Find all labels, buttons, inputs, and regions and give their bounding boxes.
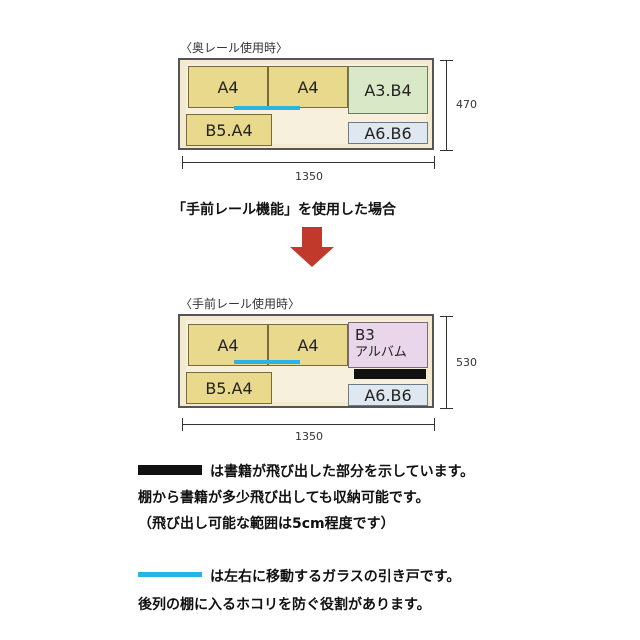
top-height-dimension-line: [446, 60, 447, 150]
bottom-height-label: 530: [456, 356, 477, 369]
top-box-a3b4: A3.B4: [348, 66, 428, 114]
top-caption: 〈奥レール使用時〉: [180, 41, 289, 55]
bottom-height-tick-top: [440, 316, 453, 317]
top-width-tick-right: [434, 156, 435, 169]
bottom-box-album-label: アルバム: [355, 345, 407, 360]
bottom-box-b3-label: B3: [355, 326, 375, 344]
bottom-width-dimension-line: [182, 424, 434, 425]
bottom-box-a6b6: A6.B6: [348, 384, 428, 406]
top-width-dimension-line: [182, 162, 434, 163]
legend-protrusion-text-2: 棚から書籍が多少飛び出しても収納可能です。: [138, 490, 430, 506]
bottom-width-tick-right: [434, 418, 435, 431]
rail-function-heading: 「手前レール機能」を使用した場合: [172, 202, 396, 218]
bottom-width-tick-left: [182, 418, 183, 431]
bottom-width-label: 1350: [295, 430, 323, 443]
bottom-height-tick-bottom: [440, 408, 453, 409]
legend-protrusion-text-3: （飛び出し可能な範囲は5cm程度です）: [138, 516, 395, 532]
top-shelf-frame: A4 A4 A3.B4 B5.A4 A6.B6: [178, 58, 434, 150]
bottom-box-b5a4: B5.A4: [186, 372, 272, 404]
top-box-b5a4: B5.A4: [186, 114, 272, 146]
top-glass-door: [234, 106, 300, 110]
top-width-tick-left: [182, 156, 183, 169]
bottom-caption: 〈手前レール使用時〉: [180, 297, 301, 311]
bottom-glass-door: [234, 360, 300, 364]
bottom-box-a4-left: A4: [188, 324, 268, 366]
bottom-box-b3-album: B3 アルバム: [348, 322, 428, 368]
top-box-a4-left: A4: [188, 66, 268, 108]
bottom-protrusion-bar: [354, 369, 426, 379]
legend-glass-swatch: [138, 572, 202, 577]
top-box-a4-right: A4: [268, 66, 348, 108]
top-box-a6b6: A6.B6: [348, 122, 428, 144]
legend-glass-text-1: は左右に移動するガラスの引き戸です。: [210, 569, 461, 585]
bottom-shelf-frame: A4 A4 B3 アルバム B5.A4 A6.B6: [178, 314, 434, 408]
top-height-tick-top: [440, 60, 453, 61]
top-height-label: 470: [456, 98, 477, 111]
legend-protrusion-text-1: は書籍が飛び出した部分を示しています。: [210, 464, 475, 480]
down-arrow-icon: [290, 227, 334, 267]
legend-glass-text-2: 後列の棚に入るホコリを防ぐ役割があります。: [138, 597, 431, 613]
bottom-height-dimension-line: [446, 316, 447, 408]
top-height-tick-bottom: [440, 150, 453, 151]
bottom-box-a4-right: A4: [268, 324, 348, 366]
legend-protrusion-swatch: [138, 465, 202, 475]
top-width-label: 1350: [295, 170, 323, 183]
